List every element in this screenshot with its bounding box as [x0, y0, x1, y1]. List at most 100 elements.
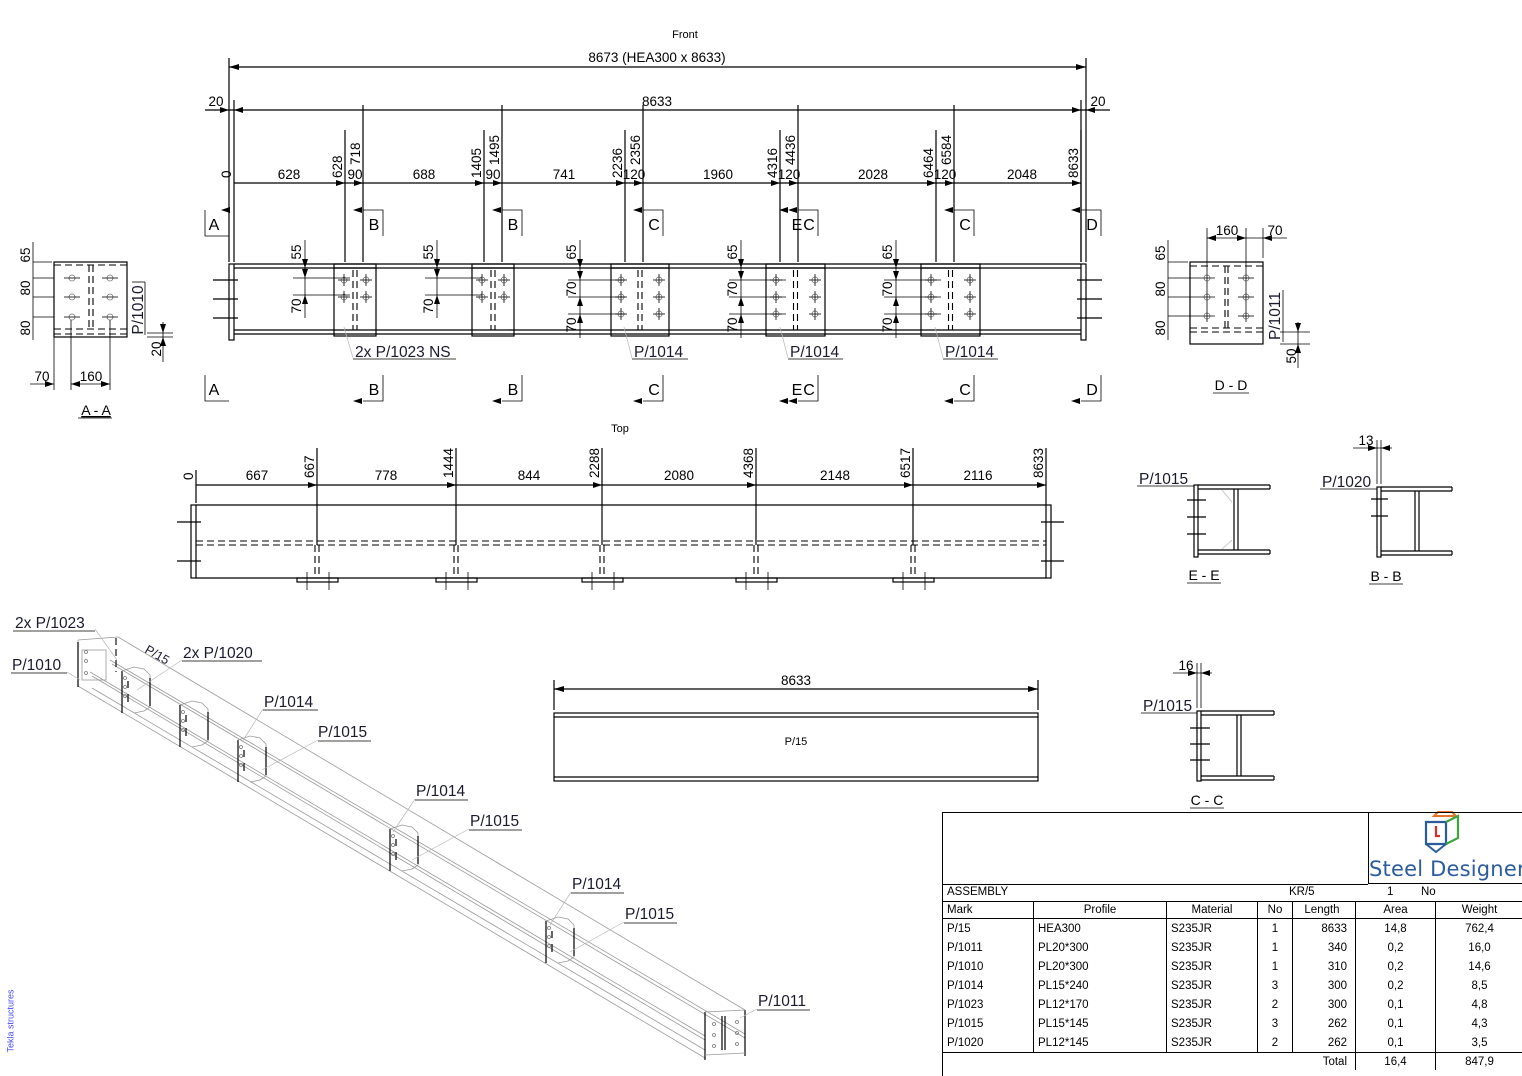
- section-marker: C: [803, 382, 815, 399]
- front-chain-dim: 120: [623, 167, 646, 182]
- bill-of-materials: Steel Designer ASSEMBLY KR/5 1 No Mark P…: [942, 812, 1522, 1076]
- bb-dim-13: 13: [1358, 433, 1373, 448]
- bom-header-row: Mark Profile Material No Length Area Wei…: [943, 901, 1522, 919]
- bom-cell-weight: 4,3: [1435, 1014, 1522, 1033]
- bom-cell-weight: 3,5: [1435, 1033, 1522, 1053]
- iso-label-p1014-3: P/1014: [572, 876, 622, 893]
- bom-cell-qty: 1: [1257, 957, 1293, 976]
- bb-title: B - B: [1370, 568, 1401, 584]
- section-marker: B: [369, 382, 380, 399]
- aa-plate-mark: P/1010: [130, 285, 147, 335]
- front-vdim: 70: [880, 317, 895, 332]
- front-vdim: 65: [880, 244, 895, 259]
- front-chain-dim: 1960: [703, 167, 733, 182]
- front-vdim: 70: [289, 298, 304, 313]
- bom-cell-material: S235JR: [1166, 918, 1258, 938]
- dd-dim-65: 65: [1153, 245, 1168, 260]
- section-marker: C: [959, 382, 971, 399]
- aa-title: A - A: [81, 402, 111, 418]
- section-e-e: P/1015 E - E: [1137, 471, 1271, 584]
- section-marker: B: [508, 382, 519, 399]
- front-ordinate-label: 4436: [783, 135, 798, 165]
- aa-dim-80a: 80: [18, 280, 33, 295]
- callout-p1014-1: P/1014: [634, 344, 684, 361]
- col-profile: Profile: [1033, 901, 1167, 919]
- assembly-mark: KR/5: [1289, 886, 1315, 898]
- section-marker: D: [1086, 382, 1098, 399]
- bom-cell-qty: 1: [1257, 938, 1293, 957]
- bom-cell-qty: 2: [1257, 995, 1293, 1014]
- front-chain-dim: 688: [413, 167, 436, 182]
- part-dim: 8633: [781, 673, 811, 688]
- bom-cell-length: 340: [1292, 938, 1356, 957]
- bom-cell-profile: PL20*300: [1033, 938, 1167, 957]
- bom-cell-mark: P/1011: [947, 941, 983, 954]
- bom-cell-mark: P/1014: [947, 979, 984, 992]
- section-marker: B: [369, 217, 380, 234]
- front-vdim: 55: [289, 244, 304, 259]
- bom-cell-material: S235JR: [1166, 995, 1258, 1014]
- top-ordinate-label: 2288: [587, 448, 602, 478]
- aa-dim-65: 65: [18, 247, 33, 262]
- dd-dim-70: 70: [1267, 223, 1282, 238]
- bom-cell-material: S235JR: [1166, 1014, 1258, 1033]
- top-chain-dim: 2148: [820, 468, 850, 483]
- total-weight: 847,9: [1435, 1052, 1522, 1070]
- top-chain-dim: 667: [246, 468, 269, 483]
- bom-cell-profile: PL12*145: [1033, 1033, 1167, 1053]
- bom-cell-material: S235JR: [1166, 976, 1258, 995]
- tekla-watermark: Tekla structures: [5, 989, 19, 1056]
- bom-cell-profile: PL20*300: [1033, 957, 1167, 976]
- callout-p1014-3: P/1014: [945, 344, 995, 361]
- section-d-d: 65 80 80 160 70 P/1011 50 D - D: [1153, 223, 1310, 394]
- section-c-c: 16 P/1015 C - C: [1141, 658, 1275, 809]
- bom-cell-length: 262: [1292, 1033, 1356, 1053]
- iso-label-p1020: 2x P/1020: [183, 645, 253, 662]
- front-left-offset: 20: [208, 94, 223, 109]
- assembly-qty: 1: [1387, 886, 1394, 898]
- bom-cell-mark: P/1020: [947, 1036, 984, 1049]
- bom-cell-profile: HEA300: [1033, 918, 1167, 938]
- front-ordinate-label: 628: [330, 155, 345, 178]
- top-plates: [296, 545, 935, 590]
- front-chain-dim: 120: [934, 167, 957, 182]
- col-area: Area: [1355, 901, 1436, 919]
- bom-cell-qty: 1: [1257, 918, 1293, 938]
- bom-cell-profile: PL12*170: [1033, 995, 1167, 1014]
- bom-cell-material: S235JR: [1166, 938, 1258, 957]
- bom-cell-qty: 2: [1257, 1033, 1293, 1053]
- assembly-qty-unit: No: [1421, 886, 1436, 898]
- bom-cell-qty: 3: [1257, 976, 1293, 995]
- section-marker: A: [209, 217, 220, 234]
- front-ordinate-label: 6584: [939, 134, 954, 165]
- front-ordinate-label: 1405: [469, 148, 484, 178]
- top-ordinate-label: 4368: [741, 448, 756, 478]
- bom-cell-length: 310: [1292, 957, 1356, 976]
- front-chain-dim: 2048: [1007, 167, 1037, 182]
- front-view-title: Front: [672, 29, 698, 41]
- dd-dim-50: 50: [1284, 348, 1299, 363]
- bb-plate-mark: P/1020: [1322, 474, 1372, 491]
- front-chain-dim: 90: [485, 167, 500, 182]
- total-area: 16,4: [1355, 1052, 1436, 1070]
- front-vdim: 70: [880, 281, 895, 296]
- col-no: No: [1257, 901, 1293, 919]
- iso-label-p1023: 2x P/1023: [15, 615, 85, 632]
- bom-cell-mark: P/1015: [947, 1017, 984, 1030]
- front-vdim: 70: [725, 281, 740, 296]
- ee-title: E - E: [1188, 567, 1219, 583]
- front-right-offset: 20: [1090, 94, 1105, 109]
- isometric-view: 2x P/1023 P/1010 P/15 2x P/1020 P/1014 P…: [11, 615, 810, 1060]
- section-marker: A: [209, 382, 220, 399]
- bom-cell-weight: 14,6: [1435, 957, 1522, 976]
- front-chain-dim: 628: [278, 167, 301, 182]
- section-marker: D: [1086, 217, 1098, 234]
- top-chain-dim: 778: [375, 468, 398, 483]
- iso-label-p1015-2: P/1015: [470, 813, 519, 830]
